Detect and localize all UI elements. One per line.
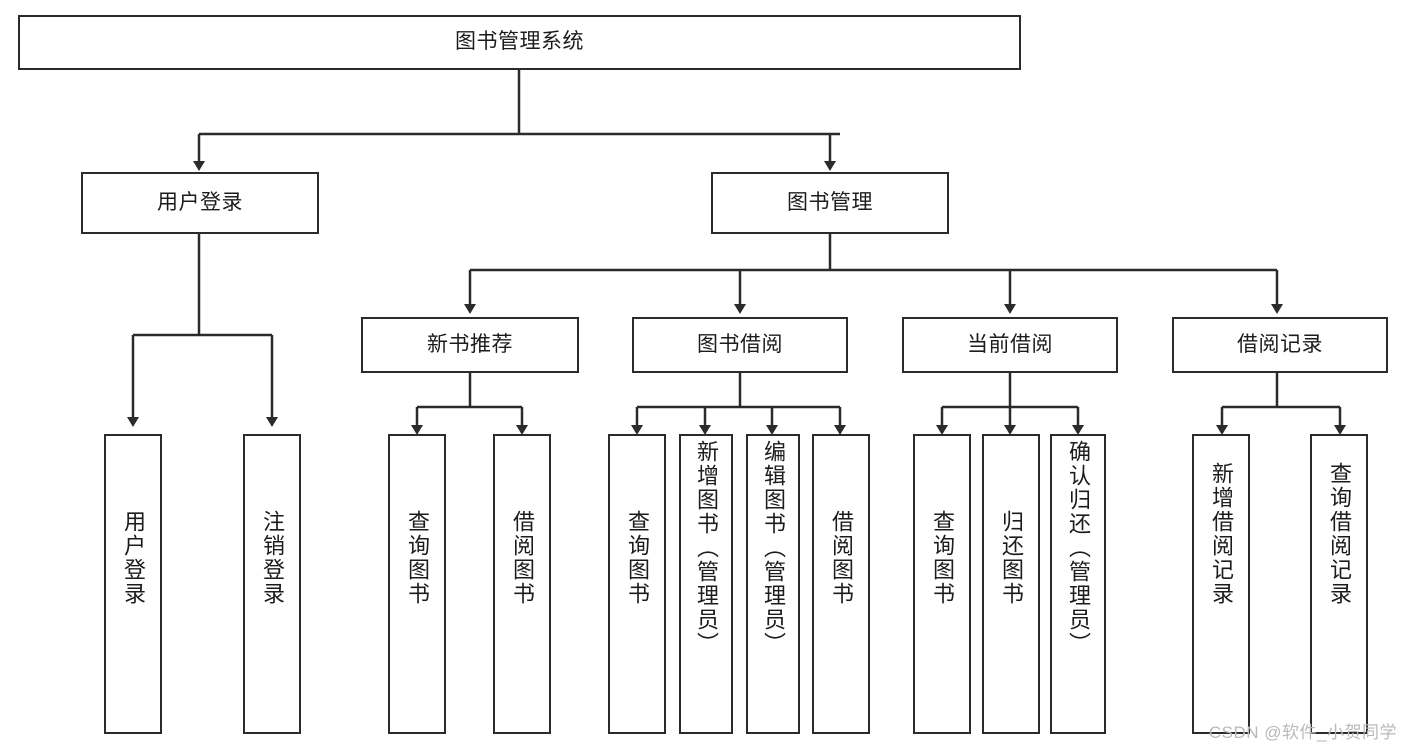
node-root[interactable]: 图书管理系统 [18,15,1021,70]
node-leaf-edit-book[interactable]: 编辑图书（管理员） [746,434,800,734]
node-borrow-record[interactable]: 借阅记录 [1172,317,1388,373]
node-book-manage-label: 图书管理 [787,190,873,214]
node-new-book-recommend[interactable]: 新书推荐 [361,317,579,373]
node-borrow-record-label: 借阅记录 [1237,332,1323,356]
node-leaf-return-book-label: 归还图书 [999,510,1024,606]
node-leaf-edit-book-label: 编辑图书（管理员） [761,440,786,656]
node-leaf-add-record-label: 新增借阅记录 [1209,462,1234,606]
node-leaf-return-book[interactable]: 归还图书 [982,434,1040,734]
node-leaf-borrow-book-1-label: 借阅图书 [510,510,535,606]
node-root-label: 图书管理系统 [455,30,584,54]
node-book-manage[interactable]: 图书管理 [711,172,949,234]
node-current-borrow[interactable]: 当前借阅 [902,317,1118,373]
node-current-borrow-label: 当前借阅 [967,332,1053,356]
node-leaf-borrow-book-1[interactable]: 借阅图书 [493,434,551,734]
node-leaf-confirm-return-label: 确认归还（管理员） [1066,440,1091,656]
node-leaf-add-book[interactable]: 新增图书（管理员） [679,434,733,734]
node-leaf-query-book-1-label: 查询图书 [405,510,430,606]
node-leaf-borrow-book-2[interactable]: 借阅图书 [812,434,870,734]
node-leaf-query-book-3[interactable]: 查询图书 [913,434,971,734]
node-leaf-query-book-2-label: 查询图书 [625,510,650,606]
node-leaf-query-book-2[interactable]: 查询图书 [608,434,666,734]
node-new-book-recommend-label: 新书推荐 [427,332,513,356]
node-leaf-add-book-label: 新增图书（管理员） [694,440,719,656]
node-leaf-confirm-return[interactable]: 确认归还（管理员） [1050,434,1106,734]
node-leaf-logout-login[interactable]: 注销登录 [243,434,301,734]
node-leaf-borrow-book-2-label: 借阅图书 [829,510,854,606]
node-leaf-add-record[interactable]: 新增借阅记录 [1192,434,1250,734]
node-book-borrow[interactable]: 图书借阅 [632,317,848,373]
node-user-login-label: 用户登录 [157,190,243,214]
node-leaf-user-login-label: 用户登录 [121,510,146,606]
node-book-borrow-label: 图书借阅 [697,332,783,356]
node-leaf-query-record[interactable]: 查询借阅记录 [1310,434,1368,734]
node-leaf-logout-login-label: 注销登录 [260,510,285,606]
node-leaf-query-book-1[interactable]: 查询图书 [388,434,446,734]
node-leaf-query-record-label: 查询借阅记录 [1327,462,1352,606]
node-leaf-query-book-3-label: 查询图书 [930,510,955,606]
node-leaf-user-login[interactable]: 用户登录 [104,434,162,734]
node-user-login[interactable]: 用户登录 [81,172,319,234]
